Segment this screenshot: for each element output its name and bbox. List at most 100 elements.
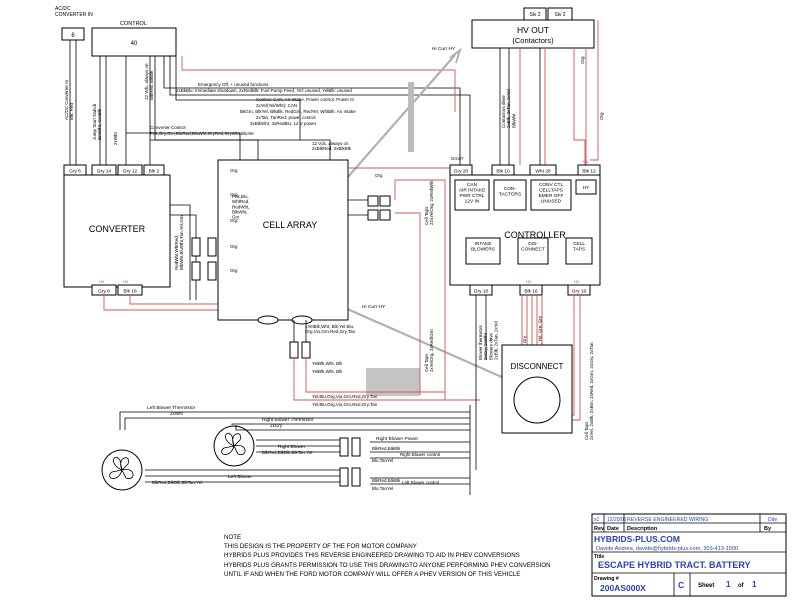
cell-taps-low: Cell Taps2xYelOrg, 2xRed/Grn [424, 329, 434, 372]
controller-bottom-wires [475, 295, 581, 470]
cell-taps-mid: Cell Taps22xYelOrg, 2xRedWht [424, 180, 434, 225]
svg-text:HV: HV [574, 280, 580, 284]
svg-text:Org: Org [230, 244, 238, 249]
disconnect-label: DISCONNECT [511, 362, 564, 371]
contactors-subbox [493, 179, 527, 211]
svg-text:Blu,TanYel: Blu,TanYel [372, 458, 393, 463]
gry10-connector [469, 284, 493, 296]
bus-bar-bottom [366, 368, 420, 396]
converter-control-label: Converter Control [150, 125, 186, 130]
svg-text:1: 1 [726, 580, 731, 589]
svg-text:DIS-CONNECT: DIS-CONNECT [521, 241, 545, 253]
blower-wires [119, 405, 471, 495]
disconnect-block: DISCONNECT [501, 344, 573, 434]
svg-text:REVERSE ENGINEERED WIRING: REVERSE ENGINEERED WIRING [627, 517, 708, 523]
svg-text:BlkRed,BlkBlk: BlkRed,BlkBlk [372, 478, 401, 483]
svg-text:BlkRed,BlkBlk,BlkTan,Yel: BlkRed,BlkBlk,BlkTan,Yel [152, 480, 202, 485]
svg-text:x1: x1 [594, 517, 600, 523]
right-control-label: Right Blower control [400, 452, 440, 457]
celltaps-subbox [565, 237, 593, 265]
svg-text:Blk 12: Blk 12 [582, 169, 596, 175]
svg-text:Sheet: Sheet [698, 583, 714, 589]
svg-text:BlkRed,BlkBlk,BlkTan,Yel: BlkRed,BlkBlk,BlkTan,Yel [262, 450, 312, 455]
svg-text:Org: Org [230, 218, 238, 223]
grnd-label: Grnd? [451, 156, 464, 161]
controller-label: CONTROLLER [504, 230, 566, 240]
svg-text:Gry 14: Gry 14 [97, 169, 112, 175]
svg-text:Wht 28: Wht 28 [535, 169, 551, 175]
left-control-label: Left Blower control [402, 480, 439, 485]
svg-text:YelBlk,Wht, Blk: YelBlk,Wht, Blk [312, 369, 343, 374]
conv-ctl-subbox [530, 179, 572, 211]
svg-text:2xWht: 2xWht [170, 411, 184, 416]
right-blower-label: Right Blower [278, 444, 306, 450]
disconnect-box [501, 344, 573, 434]
svg-text:of: of [738, 583, 745, 589]
contactors-drive-label: Contactors drive2xBlk, 2xTan, 2xYelBlkWh… [501, 89, 516, 128]
control-connector: CONTROL 40 [91, 21, 177, 57]
drawing-number: 200AS000X [600, 583, 646, 593]
emergency-wires: 2xBkBlu: Immediate shutdown, 2xRedBlk: F… [176, 88, 352, 93]
control-bus-wires [69, 40, 471, 165]
svg-text:Description: Description [627, 526, 658, 532]
svg-text:Org: Org [375, 173, 383, 178]
hv-out-sub: (Contactors) [512, 36, 554, 45]
cell-bottom-connectors [289, 341, 311, 359]
svg-text:Yel,Blu,Org,Vio,Grn,Red,Gry,Ta: Yel,Blu,Org,Vio,Grn,Red,Gry,Tan [312, 402, 378, 407]
svg-text:Blu,TanYel: Blu,TanYel [372, 486, 393, 491]
note-line: THIS DESIGN IS THE PROPERTY OF THE FOR M… [224, 543, 417, 551]
hi-curr-top: Hi Curr HY [432, 46, 456, 52]
svg-text:HV: HV [526, 280, 532, 284]
cell-tap-right: Cell Taps2xYel, 2xBlk, 2xBrn, 2xRed, 2xG… [584, 342, 594, 440]
converter-control-wires: Pnk,Gry,Grn,BluRed,BluWht,GryRed,GryWht,… [150, 131, 254, 136]
svg-text:Dde: Dde [768, 517, 777, 523]
control-value: 40 [131, 41, 138, 47]
cell-array-box [217, 159, 349, 321]
svg-text:Gry 8: Gry 8 [98, 289, 110, 295]
note-block: NOTE THIS DESIGN IS THE PROPERTY OF THE … [224, 533, 551, 579]
hy-subbox [575, 179, 597, 195]
svg-text:HV: HV [583, 160, 589, 164]
svg-text:2xGry: 2xGry [270, 423, 283, 428]
svg-text:Gry 20: Gry 20 [454, 169, 469, 175]
svg-text:Blk 2: Blk 2 [149, 169, 160, 175]
drawing-title: ESCAPE HYBRID TRACT. BATTERY [598, 560, 751, 570]
converter-cell-wires: RedWht,WhtRed,BlkWht,BluWht,Tan,Yel,Grn [174, 215, 184, 270]
control-box [91, 27, 177, 57]
cell-right-connectors [367, 195, 391, 221]
svg-text:Date: Date [607, 526, 619, 532]
svg-text:Org: Org [230, 268, 238, 273]
cell-array-label: CELL ARRAY [263, 220, 318, 230]
svg-text:By: By [764, 526, 772, 532]
bus-bar-top [408, 82, 414, 152]
control-can-wires: 2xYel(Yel/Wht): CAN [256, 103, 297, 108]
cell-pnk-blu: Pnk,Blu,WhtRed,RedWht,BlkWht,Gry [232, 194, 250, 220]
svg-text:BlkRed,BlkBlk: BlkRed,BlkBlk [372, 446, 401, 451]
emergency-label: Emergency Off, + unused functions [198, 82, 269, 87]
right-thermistor-label: Right Blower Thermistor [262, 417, 314, 423]
blkgrn-label: BkGrn, BlkYel, BlkBlk, RedGrn, RedYel, W… [240, 109, 356, 114]
hv-out-block: Slv 2 Slv 2 HV HV OUT (Contactors) [471, 7, 595, 49]
svg-text:HV: HV [99, 280, 105, 284]
left-12v-wires: BlkRed, BlkBlk [149, 70, 154, 100]
acdc-in-label: AC/DC Converter InBlk, Red [64, 79, 74, 120]
svg-text:HY: HY [583, 185, 590, 191]
left-blower-fan [101, 449, 143, 491]
svg-text:Org: Org [599, 112, 604, 120]
hv-out-title: HV OUT [517, 25, 549, 35]
bigred-label: 2xWht [113, 131, 118, 145]
power-label: 3xBlkWht, 3xRedBlu: 12 V power [250, 121, 317, 126]
blk16-connector [519, 284, 543, 296]
right-power-label: Right Blower Power [376, 436, 419, 442]
twelve-v-wires: 2xBlkRed, 2xBlkBlk [312, 146, 352, 151]
svg-text:Blk 18: Blk 18 [123, 289, 137, 295]
revision: C [678, 580, 684, 590]
svg-text:Slv 2: Slv 2 [554, 12, 565, 18]
note-line: HYBRIDS PLUS GRANTS PERMISSION TO USE TH… [224, 561, 551, 569]
svg-text:Gry 6: Gry 6 [69, 169, 81, 175]
